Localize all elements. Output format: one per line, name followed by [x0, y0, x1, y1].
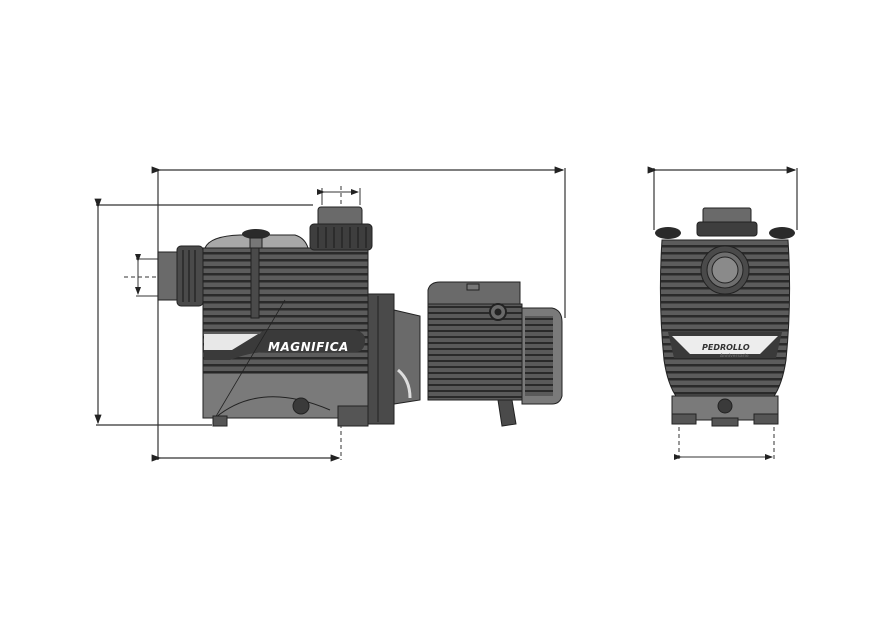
dimension-overall-height	[94, 198, 313, 426]
dimension-front-base-width	[674, 420, 775, 460]
pump-front-view	[655, 207, 795, 427]
pump-side-view	[157, 206, 563, 427]
dimension-overall-length	[151, 166, 566, 460]
pedrollo-brand-label: PEDROLLO	[702, 343, 750, 352]
pedrollo-sub-label: Anniversario	[720, 353, 749, 358]
magnifica-brand-label: MAGNIFICA	[268, 340, 349, 354]
dimension-front-width	[647, 166, 798, 230]
